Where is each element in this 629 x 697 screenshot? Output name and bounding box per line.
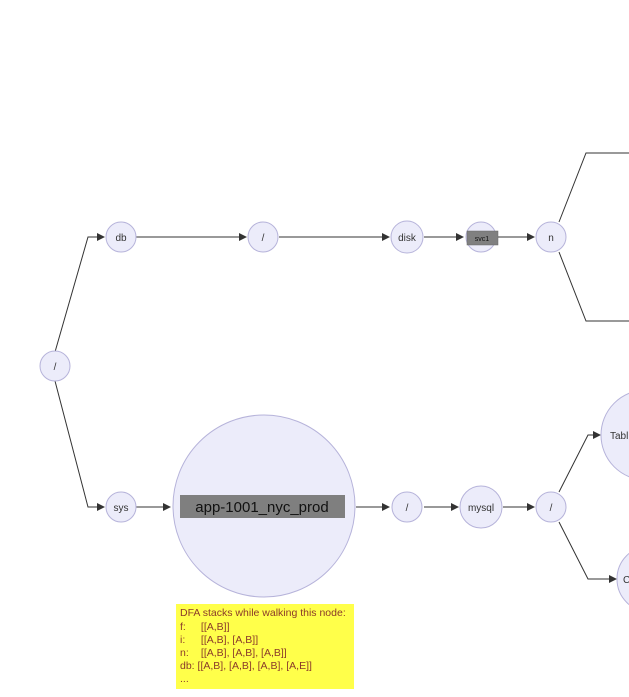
node-c-partial[interactable]: C [616, 546, 629, 612]
node-label: n [548, 233, 554, 244]
node-db[interactable]: db [105, 221, 137, 253]
node-label: Tabl [610, 431, 628, 442]
node-sys[interactable]: sys [105, 491, 137, 523]
note-row: n: [[A,B], [A,B], [A,B]] [180, 647, 350, 660]
node-tabl-partial[interactable]: Tabl [600, 390, 629, 480]
note-row: db: [[A,B], [A,B], [A,B], [A,E]] [180, 660, 350, 673]
node-n[interactable]: n [535, 221, 567, 253]
note-value: [[A,B]] [200, 621, 230, 633]
note-value: [[A,B], [A,B]] [200, 634, 259, 646]
note-key: f: [180, 621, 186, 633]
node-label: C [623, 575, 629, 586]
node-app-highlighted[interactable]: app-1001_nyc_prod [172, 414, 356, 598]
edge-slash-c [558, 521, 617, 583]
edge-root-db [54, 233, 105, 353]
edges [54, 152, 629, 583]
note-row: f: [[A,B]] [180, 621, 350, 634]
note-ellipsis: ... [180, 673, 189, 685]
node-svc1[interactable]: svc1 [465, 221, 499, 253]
node-label: disk [398, 233, 417, 244]
node-root[interactable]: / [39, 350, 71, 382]
note-title: DFA stacks while walking this node: [180, 607, 346, 619]
node-label: / [54, 362, 57, 373]
note-row: i: [[A,B], [A,B]] [180, 634, 350, 647]
node-mysql-slash[interactable]: / [535, 491, 567, 523]
dfa-stacks-note: DFA stacks while walking this node: f: [… [176, 604, 354, 689]
edge-n-down [558, 251, 629, 322]
note-key: n: [180, 647, 189, 659]
note-value: [[A,B], [A,B], [A,B]] [200, 647, 287, 659]
node-label: sys [114, 503, 129, 514]
node-label: / [406, 503, 409, 514]
edge-n-up [558, 152, 629, 223]
note-value: [[A,B], [A,B], [A,B], [A,E]] [197, 660, 312, 672]
note-key: db: [180, 660, 195, 672]
node-label: app-1001_nyc_prod [195, 499, 328, 516]
node-sys-slash[interactable]: / [391, 491, 423, 523]
node-label: svc1 [475, 236, 490, 243]
edge-root-sys [54, 380, 105, 511]
node-mysql[interactable]: mysql [459, 485, 503, 529]
note-key: i: [180, 634, 186, 646]
node-label: db [115, 233, 127, 244]
node-label: / [550, 503, 553, 514]
edge-slash-tabl [558, 431, 601, 493]
node-label: / [262, 233, 265, 244]
node-label: mysql [468, 503, 494, 514]
node-disk[interactable]: disk [390, 220, 424, 254]
node-db-slash[interactable]: / [247, 221, 279, 253]
